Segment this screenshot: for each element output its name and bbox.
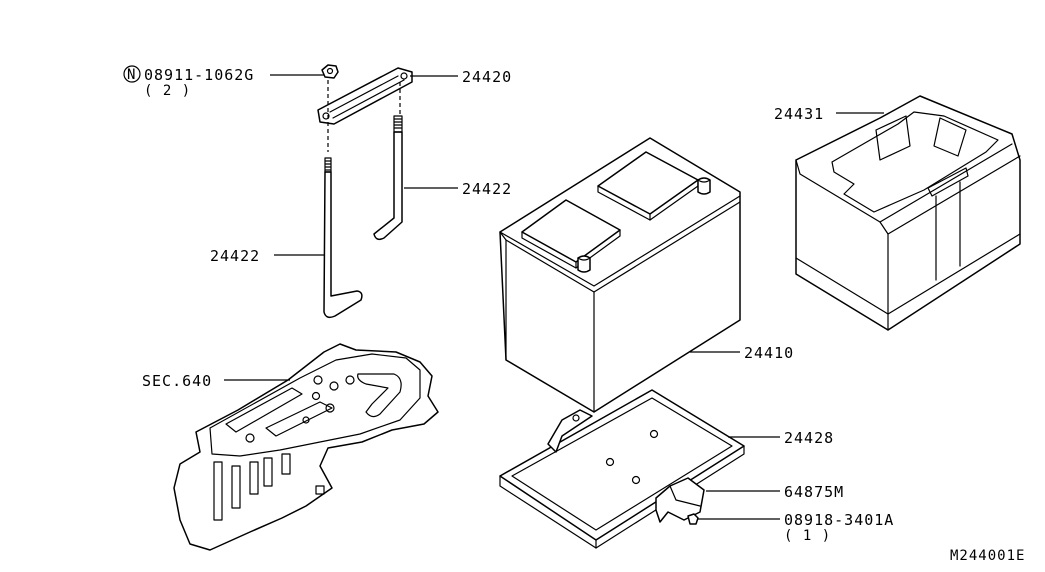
label-64875M: 64875M <box>784 483 844 501</box>
label-08911-qty: ( 2 ) <box>144 83 191 99</box>
n-marker-circle <box>123 65 141 83</box>
label-24420: 24420 <box>462 68 512 86</box>
label-24422-left: 24422 <box>210 247 260 265</box>
n-marker-letter: N <box>127 67 136 83</box>
label-24428: 24428 <box>784 429 834 447</box>
label-24410: 24410 <box>744 344 794 362</box>
label-08918-3401A: 08918-3401A <box>784 511 894 529</box>
battery-frame-24420 <box>317 67 413 125</box>
battery-24410 <box>499 137 741 413</box>
flange-nut-08911-1062G <box>321 64 339 79</box>
battery-cover-24431 <box>795 95 1021 331</box>
label-24431: 24431 <box>774 105 824 123</box>
label-sec640: SEC.640 <box>142 372 212 390</box>
j-bolt-right-24422 <box>373 115 403 241</box>
battery-tray-24428 <box>499 389 745 549</box>
label-24422-right: 24422 <box>462 180 512 198</box>
screw-08918-3401A <box>687 513 699 525</box>
body-panel-sec640 <box>173 343 439 551</box>
diagram-id: M244001E <box>950 548 1025 564</box>
j-bolt-left-24422 <box>323 157 363 319</box>
label-08918-qty: ( 1 ) <box>784 528 831 544</box>
label-08911-1062G: 08911-1062G <box>144 66 254 84</box>
